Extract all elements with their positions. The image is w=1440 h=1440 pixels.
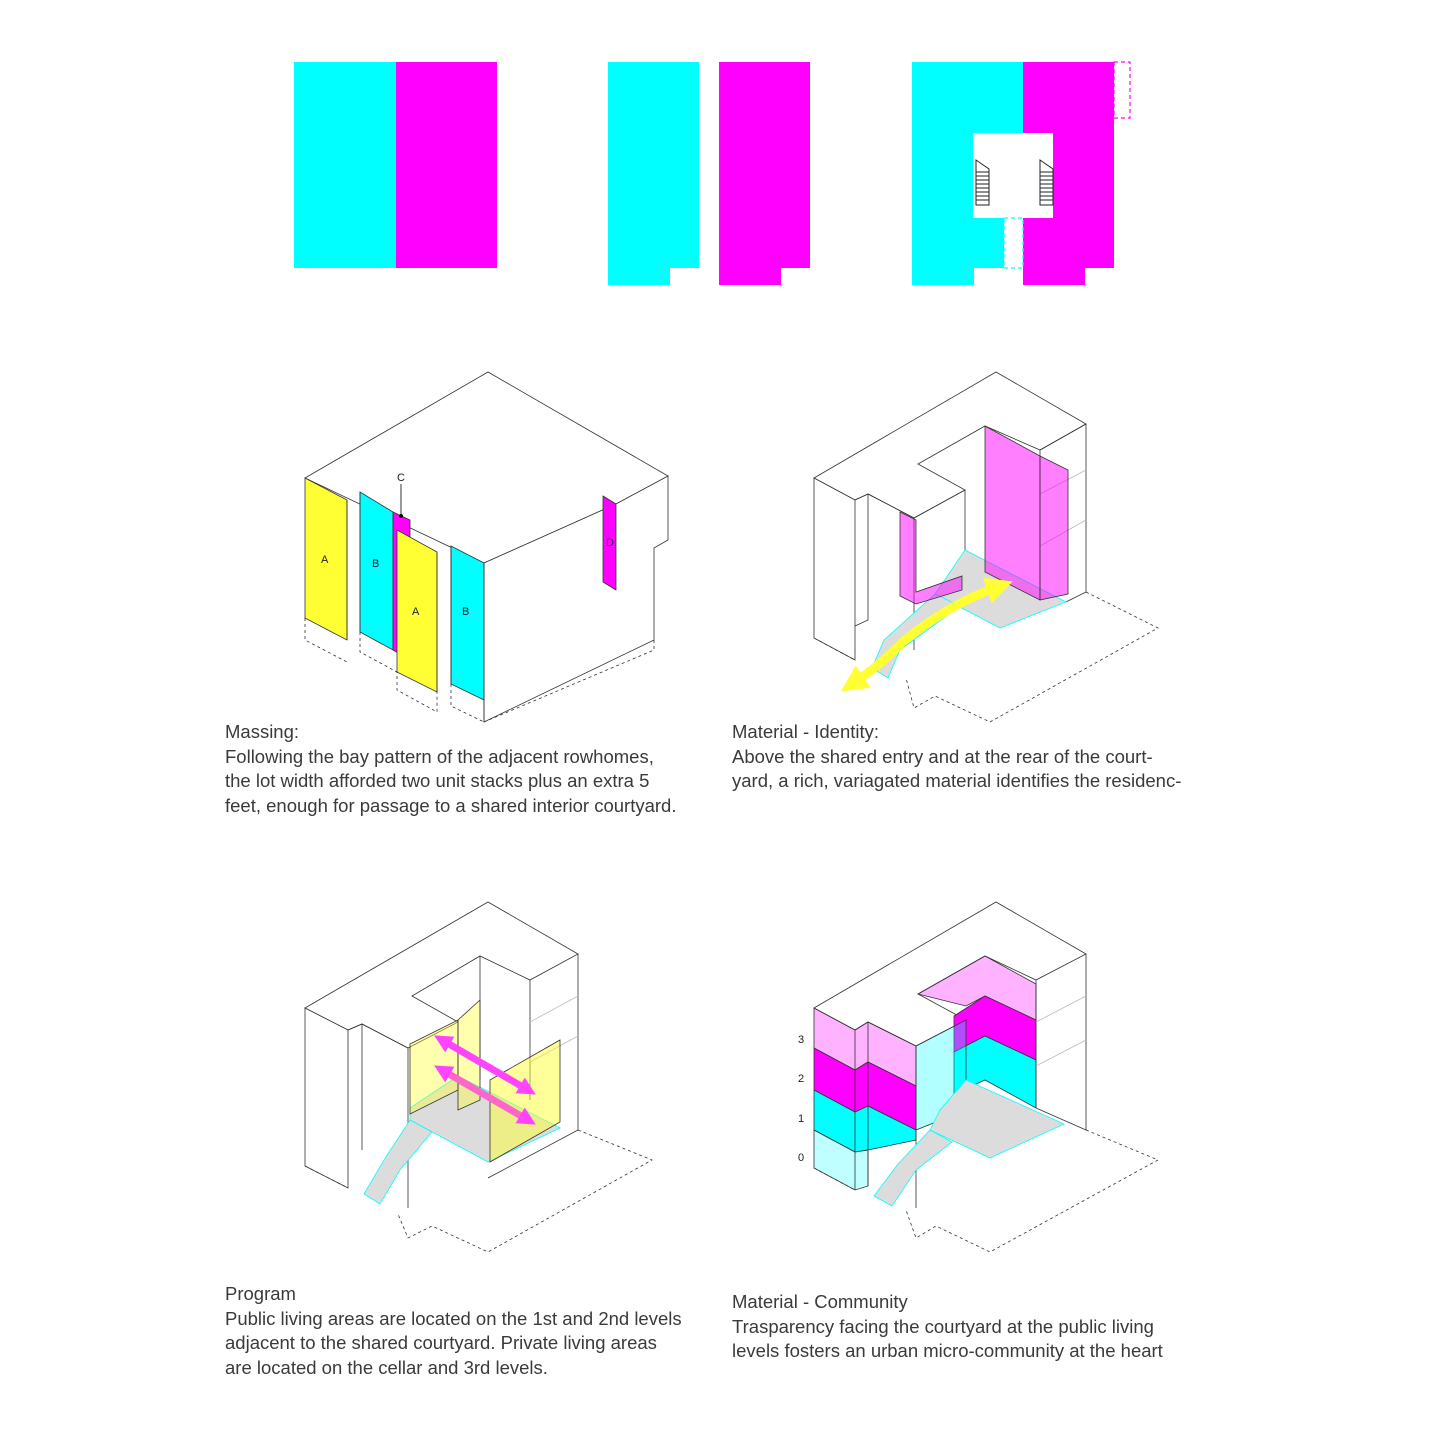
identity-rear-panel-side xyxy=(1039,455,1069,601)
axon-community: 3 2 1 0 xyxy=(798,901,1159,1253)
plan-3-stair-left-icon xyxy=(975,159,990,206)
program-caption-line-1: Public living areas are located on the 1… xyxy=(225,1307,682,1329)
identity-circulation-arrow xyxy=(840,577,1013,692)
massing-caption: Massing: Following the bay pattern of th… xyxy=(225,720,725,818)
identity-caption-line-1: Above the shared entry and at the rear o… xyxy=(732,745,1153,767)
community-caption-line-2: levels fosters an urban micro-community … xyxy=(732,1340,1163,1361)
massing-caption-line-2: the lot width afforded two unit stacks p… xyxy=(225,770,650,791)
massing-label-a2: A xyxy=(412,606,420,618)
program-arrow-lower xyxy=(434,1065,536,1125)
axon-identity xyxy=(813,371,1159,723)
identity-left-wall xyxy=(813,477,856,661)
massing-side-wall xyxy=(483,475,669,723)
program-left-wall xyxy=(304,1007,349,1189)
massing-caption-line-1: Following the bay pattern of the adjacen… xyxy=(225,745,654,767)
plan-2-cyan-unit xyxy=(608,62,699,285)
program-caption-line-2: adjacent to the shared courtyard. Privat… xyxy=(225,1332,657,1353)
plan-2-separated-units xyxy=(608,62,810,285)
plan-3-stair-right-icon xyxy=(1039,159,1054,206)
plan-3-cyan-unit xyxy=(912,62,1023,285)
community-caption: Material - Community Trasparency facing … xyxy=(732,1290,1232,1364)
massing-label-b2: B xyxy=(462,606,469,618)
identity-entry-panel xyxy=(899,511,963,605)
axon-program xyxy=(304,901,653,1253)
community-level-label-3: 3 xyxy=(798,1034,804,1046)
massing-caption-title: Massing: xyxy=(225,721,300,742)
community-level-label-2: 2 xyxy=(798,1073,804,1085)
massing-label-b1: B xyxy=(372,558,379,570)
program-caption: Program Public living areas are located … xyxy=(225,1282,725,1380)
massing-label-d: D xyxy=(606,537,614,549)
plan-1-magenta-unit xyxy=(396,62,497,268)
plan-2-magenta-unit xyxy=(719,62,810,285)
program-entry-path xyxy=(363,1119,433,1205)
massing-label-a1: A xyxy=(321,554,329,566)
community-roof xyxy=(813,901,1087,1047)
plan-1-cyan-unit xyxy=(294,62,396,268)
community-level-label-0: 0 xyxy=(798,1152,804,1164)
plan-3-passage xyxy=(1003,217,1024,269)
program-caption-line-3: are located on the cellar and 3rd levels… xyxy=(225,1356,548,1378)
community-caption-title: Material - Community xyxy=(732,1291,908,1312)
identity-rear-panel xyxy=(984,425,1041,601)
community-caption-line-1: Trasparency facing the courtyard at the … xyxy=(732,1315,1154,1337)
massing-label-c: C xyxy=(397,472,405,484)
plan-3-courtyard-plan xyxy=(912,61,1131,285)
program-caption-title: Program xyxy=(225,1283,296,1304)
plan-3-magenta-unit xyxy=(1023,62,1114,285)
identity-caption: Material - Identity: Above the shared en… xyxy=(732,720,1232,794)
program-roof xyxy=(304,901,579,1049)
plan-1-split-lot xyxy=(294,62,497,268)
massing-bay-d xyxy=(602,495,617,591)
community-courtyard-floor xyxy=(929,1079,1065,1159)
axon-massing: A B C A B D xyxy=(304,371,669,723)
massing-caption-line-3: feet, enough for passage to a shared int… xyxy=(225,794,677,816)
plan-3-dashed-extension xyxy=(1113,61,1131,119)
massing-bay-b1 xyxy=(359,491,394,651)
identity-caption-line-2: yard, a rich, variagated material identi… xyxy=(732,770,1182,791)
community-level-label-1: 1 xyxy=(798,1113,804,1125)
massing-bay-b2 xyxy=(450,545,485,701)
identity-caption-title: Material - Identity: xyxy=(732,721,880,742)
community-entry-path xyxy=(873,1129,953,1207)
